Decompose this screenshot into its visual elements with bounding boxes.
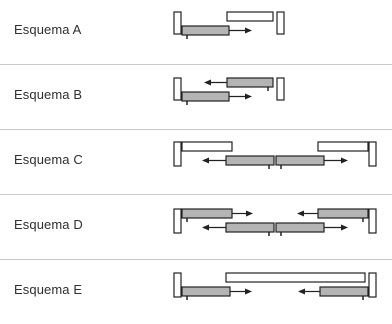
left-jamb [173, 208, 182, 234]
scheme-row-a: Esquema A [0, 0, 392, 64]
sliding-panel-bottom-right [275, 222, 325, 233]
sliding-panel [181, 25, 230, 36]
slide-arrowhead-right [246, 210, 253, 217]
fixed-panel [226, 11, 274, 22]
right-jamb [276, 77, 285, 101]
sliding-panel-top-left [181, 208, 233, 219]
slide-arrowhead-right [341, 157, 348, 164]
sliding-panel-right [275, 155, 325, 166]
scheme-label-e: Esquema E [14, 282, 83, 297]
right-jamb [368, 208, 377, 234]
sliding-panel-bottom [181, 91, 230, 102]
scheme-row-b: Esquema B [0, 65, 392, 129]
slide-arrowhead-left [298, 288, 305, 295]
sliding-panel-right [319, 286, 369, 297]
slide-arrowhead-left [297, 210, 304, 217]
scheme-row-d: Esquema D [0, 195, 392, 259]
scheme-label-a: Esquema A [14, 22, 82, 37]
sliding-panel-left [225, 155, 275, 166]
scheme-d-diagram [173, 208, 377, 236]
slide-arrowhead-right [341, 224, 348, 231]
left-jamb [173, 141, 182, 167]
scheme-row-e: Esquema E [0, 260, 392, 324]
slide-arrowhead-left [202, 157, 209, 164]
left-jamb [173, 77, 182, 101]
fixed-panel [225, 272, 366, 283]
scheme-label-c: Esquema C [14, 152, 83, 167]
scheme-c-diagram [173, 141, 377, 169]
sliding-panel-left [181, 286, 231, 297]
sliding-panel-bottom-left [225, 222, 275, 233]
fixed-panel-right [317, 141, 369, 152]
separator [0, 129, 392, 130]
scheme-row-c: Esquema C [0, 130, 392, 194]
scheme-e-diagram [173, 272, 377, 300]
slide-arrowhead-left [202, 224, 209, 231]
slide-arrowhead [245, 27, 252, 34]
sliding-panel-top-right [317, 208, 369, 219]
left-jamb [173, 272, 182, 298]
right-jamb [368, 141, 377, 167]
scheme-label-b: Esquema B [14, 87, 83, 102]
separator [0, 259, 392, 260]
scheme-b-diagram [173, 77, 285, 105]
fixed-panel-left [181, 141, 233, 152]
slide-arrowhead-left [204, 79, 211, 86]
separator [0, 64, 392, 65]
left-jamb [173, 11, 182, 35]
right-jamb [368, 272, 377, 298]
slide-arrowhead-right [245, 288, 252, 295]
scheme-a-diagram [173, 11, 285, 39]
sliding-panel-top [226, 77, 274, 88]
separator [0, 194, 392, 195]
right-jamb [276, 11, 285, 35]
scheme-label-d: Esquema D [14, 217, 83, 232]
slide-arrowhead-right [245, 93, 252, 100]
